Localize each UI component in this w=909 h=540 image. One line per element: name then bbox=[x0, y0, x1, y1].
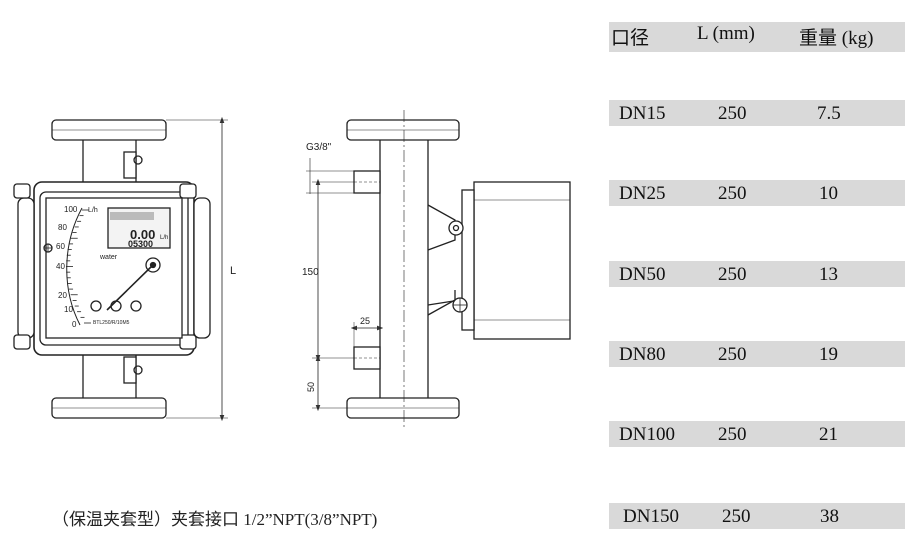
medium-label: water bbox=[99, 254, 118, 261]
dim-25-label: 25 bbox=[360, 316, 370, 326]
dim-50-label: 50 bbox=[306, 382, 316, 392]
row-weight: 21 bbox=[819, 424, 838, 445]
row-dn: DN50 bbox=[619, 264, 666, 285]
technical-drawing: 100 80 60 40 20 10 0 L/h 0.00 L/h 05300 … bbox=[13, 110, 571, 428]
front-dial-text: 100 80 60 40 20 10 0 L/h 0.00 L/h 05300 … bbox=[56, 205, 168, 329]
dimension-L-label: L bbox=[230, 265, 236, 277]
row-l: 250 bbox=[722, 506, 751, 527]
table-row: DN50 250 13 bbox=[609, 261, 905, 287]
row-dn: DN25 bbox=[619, 183, 666, 204]
table-row: DN25 250 10 bbox=[609, 180, 905, 206]
row-l: 250 bbox=[718, 344, 747, 365]
spec-table: 口径 L (mm) 重量 (kg) DN15 250 7.5 DN25 250 … bbox=[609, 0, 909, 540]
scale-label-80: 80 bbox=[58, 223, 67, 232]
header-bore: 口径 bbox=[611, 28, 650, 49]
table-header: 口径 L (mm) 重量 (kg) bbox=[609, 22, 905, 52]
row-dn: DN15 bbox=[619, 103, 666, 124]
dim-150-label: 150 bbox=[302, 267, 319, 278]
table-row: DN150 250 38 bbox=[609, 503, 905, 529]
header-length: L (mm) bbox=[697, 23, 755, 44]
scale-label-40: 40 bbox=[56, 262, 65, 271]
table-row: DN15 250 7.5 bbox=[609, 100, 905, 126]
scale-label-60: 60 bbox=[56, 242, 65, 251]
side-dimension-text: G3/8" 150 25 50 bbox=[302, 142, 370, 392]
row-dn: DN100 bbox=[619, 424, 675, 445]
display-sub: 05300 bbox=[128, 239, 153, 249]
row-dn: DN150 bbox=[623, 506, 679, 527]
scale-label-20: 20 bbox=[58, 291, 67, 300]
caption: （保温夹套型）夹套接口 1/2”NPT(3/8”NPT) bbox=[52, 510, 378, 529]
row-weight: 19 bbox=[819, 344, 838, 365]
row-weight: 7.5 bbox=[817, 103, 841, 124]
scale-label-100: 100 bbox=[64, 205, 78, 214]
table-row: DN100 250 21 bbox=[609, 421, 905, 447]
front-view bbox=[13, 116, 228, 422]
row-weight: 13 bbox=[819, 264, 838, 285]
model-label: BTL250/R/10M5 bbox=[93, 320, 130, 326]
dial-unit: L/h bbox=[88, 207, 98, 214]
row-l: 250 bbox=[718, 264, 747, 285]
row-weight: 38 bbox=[820, 506, 839, 527]
table-row: DN80 250 19 bbox=[609, 341, 905, 367]
header-weight: 重量 (kg) bbox=[799, 28, 874, 49]
side-view bbox=[306, 110, 571, 428]
row-l: 250 bbox=[718, 424, 747, 445]
display-digits: 0.00 bbox=[130, 227, 155, 242]
row-l: 250 bbox=[718, 103, 747, 124]
scale-label-0: 0 bbox=[72, 320, 77, 329]
row-dn: DN80 bbox=[619, 344, 666, 365]
display-unit: L/h bbox=[160, 235, 168, 241]
row-weight: 10 bbox=[819, 183, 838, 204]
thread-label: G3/8" bbox=[306, 142, 332, 153]
row-l: 250 bbox=[718, 183, 747, 204]
scale-label-10: 10 bbox=[64, 305, 73, 314]
